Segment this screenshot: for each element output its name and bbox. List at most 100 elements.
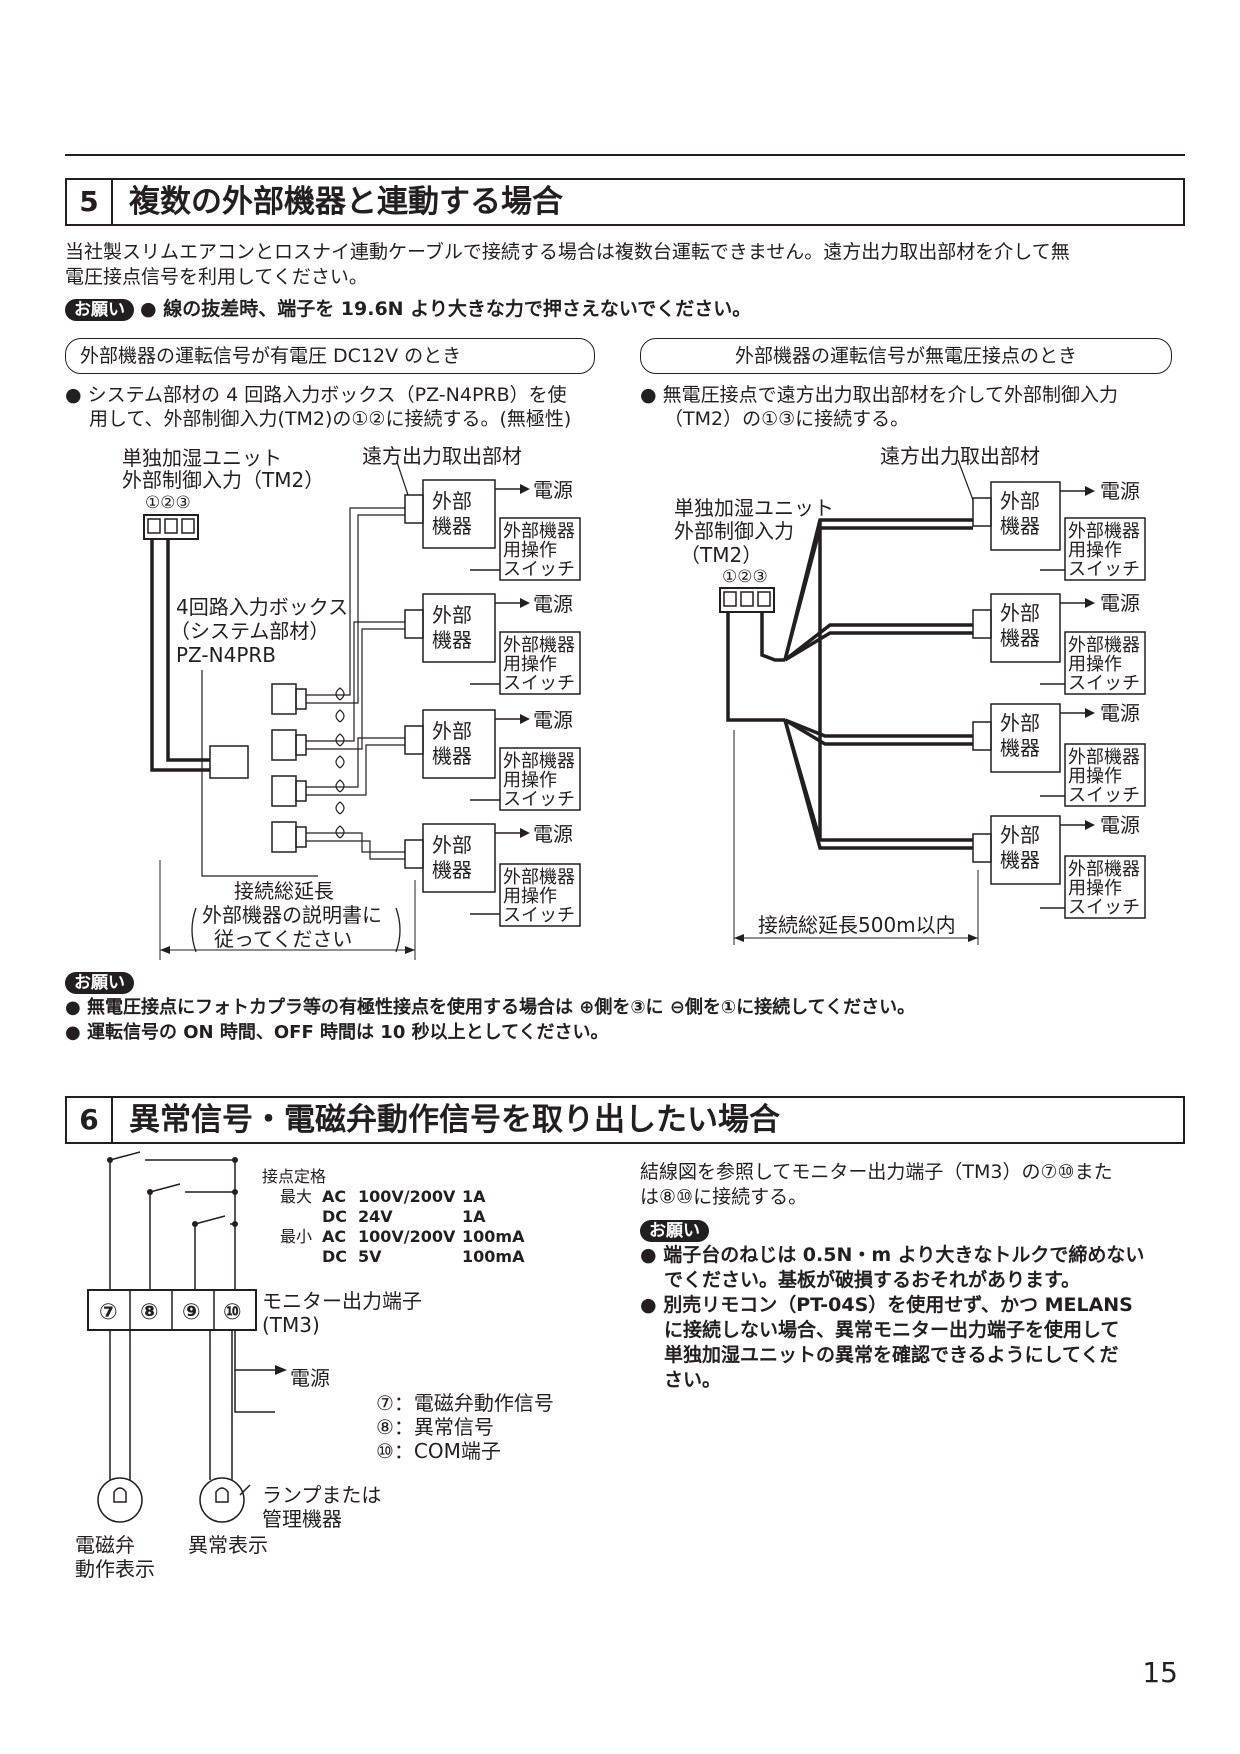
caution-2-line-1: ● 別売リモコン（PT-04S）を使用せず、かつ MELANS	[640, 1294, 1133, 1316]
onegai-badge: お願い	[65, 972, 134, 994]
right-remote-label: 遠方出力取出部材	[880, 444, 1040, 468]
switch-label: スイッチ	[1068, 559, 1140, 580]
rating-cell: DC	[322, 1247, 347, 1266]
rating-cell: AC	[322, 1187, 346, 1206]
switch-label: 外部機器	[503, 635, 575, 656]
terminal-7: ⑦	[99, 1300, 118, 1325]
lamp-label-2: 管理機器	[262, 1507, 342, 1531]
caution-2-line-4: さい。	[664, 1369, 722, 1391]
device-label: 外部	[1000, 489, 1040, 513]
rating-cell: 100V/200V	[358, 1187, 456, 1206]
onegai-badge: お願い	[640, 1220, 709, 1242]
right-heading-pill: 外部機器の運転信号が無電圧接点のとき	[640, 338, 1172, 374]
rating-cell: 100mA	[462, 1247, 525, 1266]
device-label: 機器	[1000, 626, 1040, 650]
box-label-2: （システム部材）	[170, 619, 329, 643]
caution-1-line-2: でください。基板が破損するおそれがあります。	[664, 1269, 1081, 1291]
right-terminals: ①②③	[722, 567, 768, 587]
switch-label: 外部機器	[503, 751, 575, 772]
section5-notice: お願い● 線の抜差時、端子を 19.6N より大きな力で押さえないでください。	[65, 297, 751, 322]
length-note-2: 従ってください	[214, 927, 352, 951]
switch-label: 外部機器	[1068, 859, 1140, 880]
device-label: 外部	[432, 603, 472, 627]
right-unit-label-1: 単独加湿ユニット	[674, 496, 834, 520]
rating-max: 最大	[280, 1187, 312, 1206]
device-label: 機器	[432, 628, 472, 652]
terminal-10: ⑩	[223, 1300, 242, 1325]
legend-3: ⑩：COM端子	[376, 1439, 501, 1463]
left-bullet-line-2: 用して、外部制御入力(TM2)の①②に接続する。(無極性)	[89, 408, 572, 430]
rating-cell: 100mA	[462, 1227, 525, 1246]
device-label: 機器	[432, 858, 472, 882]
device-label: 外部	[1000, 711, 1040, 735]
power-label: 電源	[1100, 701, 1140, 725]
lamp-label-1: ランプまたは	[262, 1483, 381, 1507]
device-label: 外部	[1000, 601, 1040, 625]
right-length-label: 接続総延長500m以内	[758, 913, 956, 937]
caution-1-line-1: ● 端子台のねじは 0.5N・m より大きなトルクで締めない	[640, 1244, 1145, 1266]
rating-cell: AC	[322, 1227, 346, 1246]
rating-cell: DC	[322, 1207, 347, 1226]
switch-label: 用操作	[503, 540, 557, 561]
intro-line-2: 電圧接点信号を利用してください。	[65, 266, 368, 288]
switch-label: 外部機器	[503, 521, 575, 542]
length-label: 接続総延長	[234, 879, 334, 903]
section5-notes: お願い ● 無電圧接点にフォトカプラ等の有極性接点を使用する場合は ⊕側を③に …	[65, 970, 915, 1045]
switch-label: 用操作	[503, 886, 557, 907]
rating-cell: 100V/200V	[358, 1227, 456, 1246]
left-terminals: ①②③	[145, 493, 191, 513]
section6-number: 6	[67, 1098, 113, 1142]
switch-label: 用操作	[1068, 766, 1122, 787]
legend-2: ⑧：異常信号	[376, 1415, 494, 1439]
device-label: 機器	[432, 744, 472, 768]
section5-intro: 当社製スリムエアコンとロスナイ連動ケーブルで接続する場合は複数台運転できません。…	[65, 240, 1070, 290]
power-label: 電源	[533, 592, 573, 616]
switch-label: スイッチ	[503, 905, 575, 926]
rating-cell: 24V	[358, 1207, 393, 1226]
device-group	[404, 479, 581, 581]
power-label: 電源	[1100, 479, 1140, 503]
right-unit-label-3: （TM2）	[680, 543, 762, 567]
note-2: ● 運転信号の ON 時間、OFF 時間は 10 秒以上としてください。	[65, 1022, 609, 1043]
intro-line-1: 当社製スリムエアコンとロスナイ連動ケーブルで接続する場合は複数台運転できません。…	[65, 241, 1070, 263]
monitor-label-2: (TM3)	[262, 1313, 320, 1337]
page-number: 15	[1142, 1656, 1178, 1689]
device-label: 外部	[432, 489, 472, 513]
power-label: 電源	[290, 1366, 330, 1390]
left-wiring-diagram: 単独加湿ユニット 外部制御入力（TM2） ①②③ 遠方出力取出部材 4回路入力ボ…	[122, 444, 581, 960]
valve-label-2: 動作表示	[75, 1557, 155, 1581]
right-unit-label-2: 外部制御入力	[674, 519, 794, 543]
switch-label: 用操作	[1068, 878, 1122, 899]
right-wiring-diagram: 遠方出力取出部材 単独加湿ユニット 外部制御入力 （TM2） ①②③ 外部 機器…	[674, 444, 1146, 945]
left-remote-label: 遠方出力取出部材	[362, 444, 522, 468]
monitor-label-1: モニター出力端子	[262, 1289, 422, 1313]
switch-label: スイッチ	[1068, 785, 1140, 806]
switch-label: 外部機器	[1068, 521, 1140, 542]
terminal-9: ⑨	[182, 1300, 201, 1325]
caution-2-line-3: 単独加湿ユニットの異常を確認できるようにしてくだ	[664, 1344, 1119, 1366]
valve-label-1: 電磁弁	[75, 1533, 135, 1557]
power-label: 電源	[533, 478, 573, 502]
error-label: 異常表示	[188, 1533, 268, 1557]
device-label: 外部	[432, 833, 472, 857]
device-label: 外部	[432, 719, 472, 743]
desc-line-2: は⑧⑩に接続する。	[640, 1186, 808, 1208]
switch-label: スイッチ	[503, 673, 575, 694]
switch-label: スイッチ	[503, 559, 575, 580]
device-label: 機器	[1000, 514, 1040, 538]
monitor-output-diagram: ⑦ ⑧ ⑨ ⑩ 接点定格 最大 最小 AC 100V/200V 1A DC 24…	[75, 1151, 554, 1581]
switch-label: スイッチ	[1068, 897, 1140, 918]
switch-label: 用操作	[1068, 654, 1122, 675]
left-unit-label-2: 外部制御入力（TM2）	[122, 468, 324, 492]
left-bullet: ● システム部材の 4 回路入力ボックス（PZ-N4PRB）を使 用して、外部制…	[65, 383, 571, 431]
section5-header: 5 複数の外部機器と連動する場合	[65, 178, 1185, 226]
desc-line-1: 結線図を参照してモニター出力端子（TM3）の⑦⑩また	[640, 1161, 1113, 1183]
switch-label: 用操作	[1068, 540, 1122, 561]
switch-label: スイッチ	[1068, 673, 1140, 694]
section5-number: 5	[67, 180, 113, 224]
device-label: 機器	[1000, 848, 1040, 872]
legend-1: ⑦：電磁弁動作信号	[376, 1391, 554, 1415]
section6-header: 6 異常信号・電磁弁動作信号を取り出したい場合	[65, 1096, 1185, 1144]
rating-cell: 1A	[462, 1207, 486, 1226]
note-1: ● 無電圧接点にフォトカプラ等の有極性接点を使用する場合は ⊕側を③に ⊖側を①…	[65, 997, 916, 1018]
